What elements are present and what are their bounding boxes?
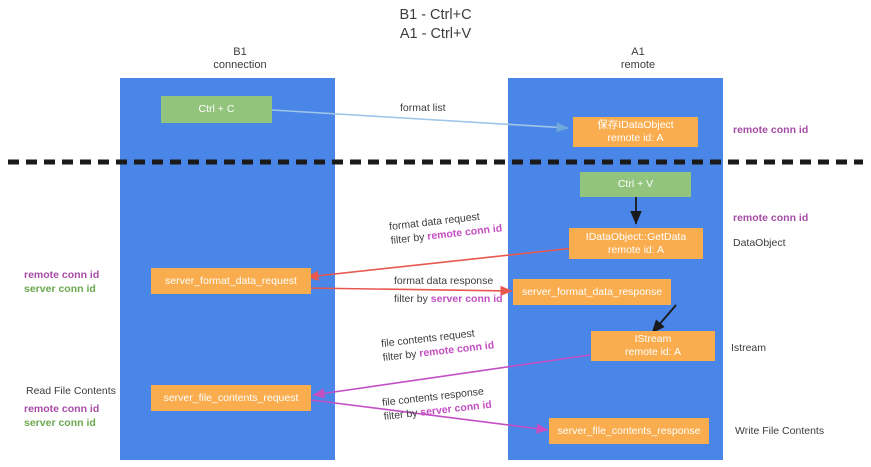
node-ctrl-v-label: Ctrl + V — [617, 178, 654, 190]
node-server-format-data-response[interactable]: server_format_data_response — [513, 279, 671, 305]
lane-header-b1-subtitle: connection — [213, 59, 267, 71]
node-ctrl-c-label: Ctrl + C — [198, 103, 235, 115]
arrow-file-contents-request — [312, 354, 591, 399]
node-idataobject-getdata-line-2: remote id: A — [607, 243, 665, 256]
edge-label-format-data-response-line-2: filter by server conn id — [394, 292, 503, 306]
annotation-dataobject: DataObject — [733, 237, 786, 249]
annotation-conn-id-key-upper: remote conn id server conn id — [24, 268, 114, 296]
diagram-title: B1 - Ctrl+C A1 - Ctrl+V — [0, 6, 871, 44]
node-ctrl-c[interactable]: Ctrl + C — [161, 96, 272, 123]
edge-label-format-list-line-1: format list — [400, 102, 446, 114]
annotation-remote-conn-id-mid: remote conn id — [733, 212, 809, 224]
node-istream[interactable]: IStream remote id: A — [591, 331, 715, 361]
edge-label-format-data-response-line-1: format data response — [394, 275, 494, 287]
annotation-conn-id-key-lower: remote conn id server conn id — [24, 402, 114, 430]
annotation-istream: Istream — [731, 342, 767, 354]
edge-label-format-data-response-filter-prefix: filter by — [394, 293, 431, 305]
annotation-key-server-conn-id-lower: server conn id — [24, 417, 96, 429]
arrow-format-data-response — [304, 285, 513, 296]
node-idataobject-getdata-line-1: IDataObject::GetData — [585, 230, 687, 243]
lane-header-a1-subtitle: remote — [620, 59, 656, 71]
lane-header-a1: A1 remote — [548, 46, 728, 72]
diagram-title-line-2: A1 - Ctrl+V — [399, 26, 472, 42]
node-idataobject-stored-line-1: 保存IDataObject — [597, 119, 674, 131]
node-server-file-contents-request[interactable]: server_file_contents_request — [151, 385, 311, 411]
annotation-key-remote-conn-id-upper: remote conn id — [24, 269, 100, 281]
lane-header-a1-title: A1 — [631, 46, 645, 58]
node-idataobject-stored[interactable]: 保存IDataObject remote id: A — [573, 117, 698, 147]
edge-label-format-data-response: format data response filter by server co… — [394, 274, 503, 306]
arrow-response-to-istream — [651, 304, 677, 334]
node-server-format-data-request[interactable]: server_format_data_request — [151, 268, 311, 294]
node-server-format-data-response-label: server_format_data_response — [521, 285, 663, 298]
arrow-format-data-request — [306, 247, 575, 281]
annotation-write-file-contents: Write File Contents — [735, 425, 825, 437]
arrow-format-list — [271, 109, 569, 133]
node-server-file-contents-response-label: server_file_contents_response — [557, 424, 701, 437]
node-idataobject-getdata[interactable]: IDataObject::GetData remote id: A — [569, 228, 703, 259]
node-ctrl-v[interactable]: Ctrl + V — [580, 172, 691, 197]
node-istream-line-1: IStream — [634, 333, 672, 345]
lane-header-b1: B1 connection — [150, 46, 330, 72]
annotation-read-file-contents: Read File Contents — [26, 385, 116, 397]
annotation-remote-conn-id-top: remote conn id — [733, 124, 809, 136]
node-istream-line-2: remote id: A — [624, 346, 682, 358]
node-server-file-contents-request-label: server_file_contents_request — [163, 391, 299, 404]
node-server-file-contents-response[interactable]: server_file_contents_response — [549, 418, 709, 444]
annotation-key-server-conn-id-upper: server conn id — [24, 283, 96, 295]
node-server-format-data-request-label: server_format_data_request — [165, 274, 297, 287]
lane-header-b1-title: B1 — [233, 46, 247, 58]
node-idataobject-stored-line-2: remote id: A — [607, 132, 664, 144]
edge-label-format-data-response-filter-key: server conn id — [430, 293, 503, 305]
annotation-key-remote-conn-id-lower: remote conn id — [24, 403, 100, 415]
edge-label-format-list: format list — [400, 101, 446, 115]
diagram-title-line-1: B1 - Ctrl+C — [399, 7, 472, 23]
arrow-file-contents-response — [310, 399, 549, 434]
